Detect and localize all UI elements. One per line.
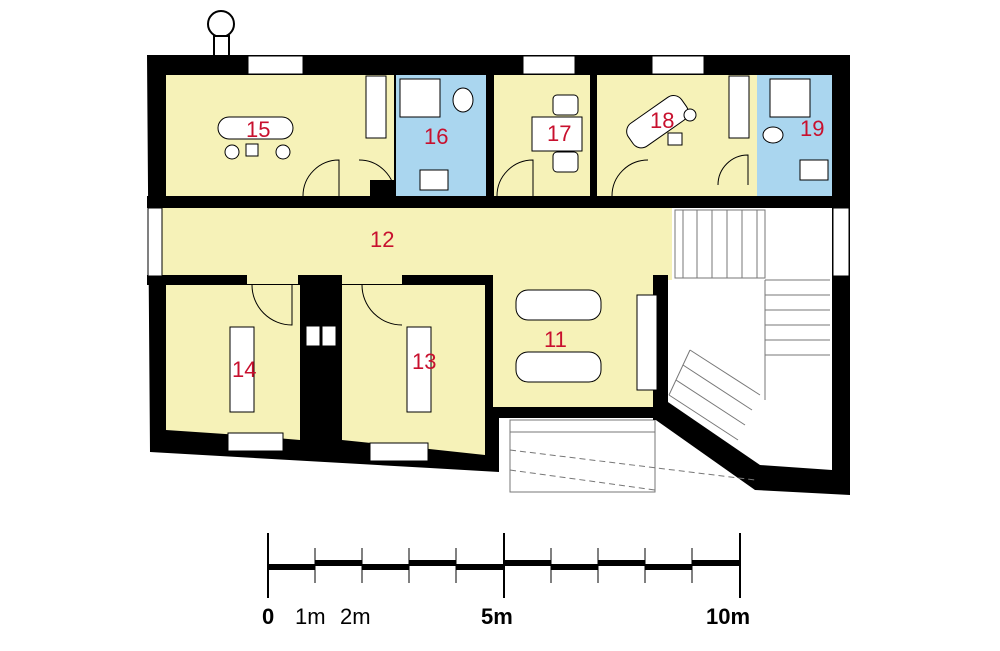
scale-label-10m: 10m: [706, 604, 750, 629]
room-labels: 11 12 13 14 15 16 17 18 19: [232, 108, 824, 382]
room-label-11: 11: [544, 327, 567, 352]
scale-bar: 0 1m 2m 5m 10m: [262, 533, 750, 629]
scale-label-2m: 2m: [340, 604, 371, 629]
staircase: [665, 208, 832, 470]
entrance-steps: [509, 419, 756, 493]
room-label-15: 15: [246, 117, 270, 142]
doors: [251, 154, 749, 326]
room-label-12: 12: [370, 227, 394, 252]
furniture: [217, 75, 829, 413]
scale-label-0: 0: [262, 604, 274, 629]
room-label-13: 13: [412, 349, 436, 374]
chimney: [207, 10, 235, 57]
room-label-17: 17: [547, 121, 571, 146]
room-label-14: 14: [232, 357, 256, 382]
room-12-area: [162, 208, 672, 284]
scale-label-5m: 5m: [481, 604, 513, 629]
room-label-19: 19: [800, 116, 824, 141]
room-label-16: 16: [424, 124, 448, 149]
scale-label-1m: 1m: [295, 604, 326, 629]
windows: [147, 55, 850, 462]
room-label-18: 18: [650, 108, 674, 133]
